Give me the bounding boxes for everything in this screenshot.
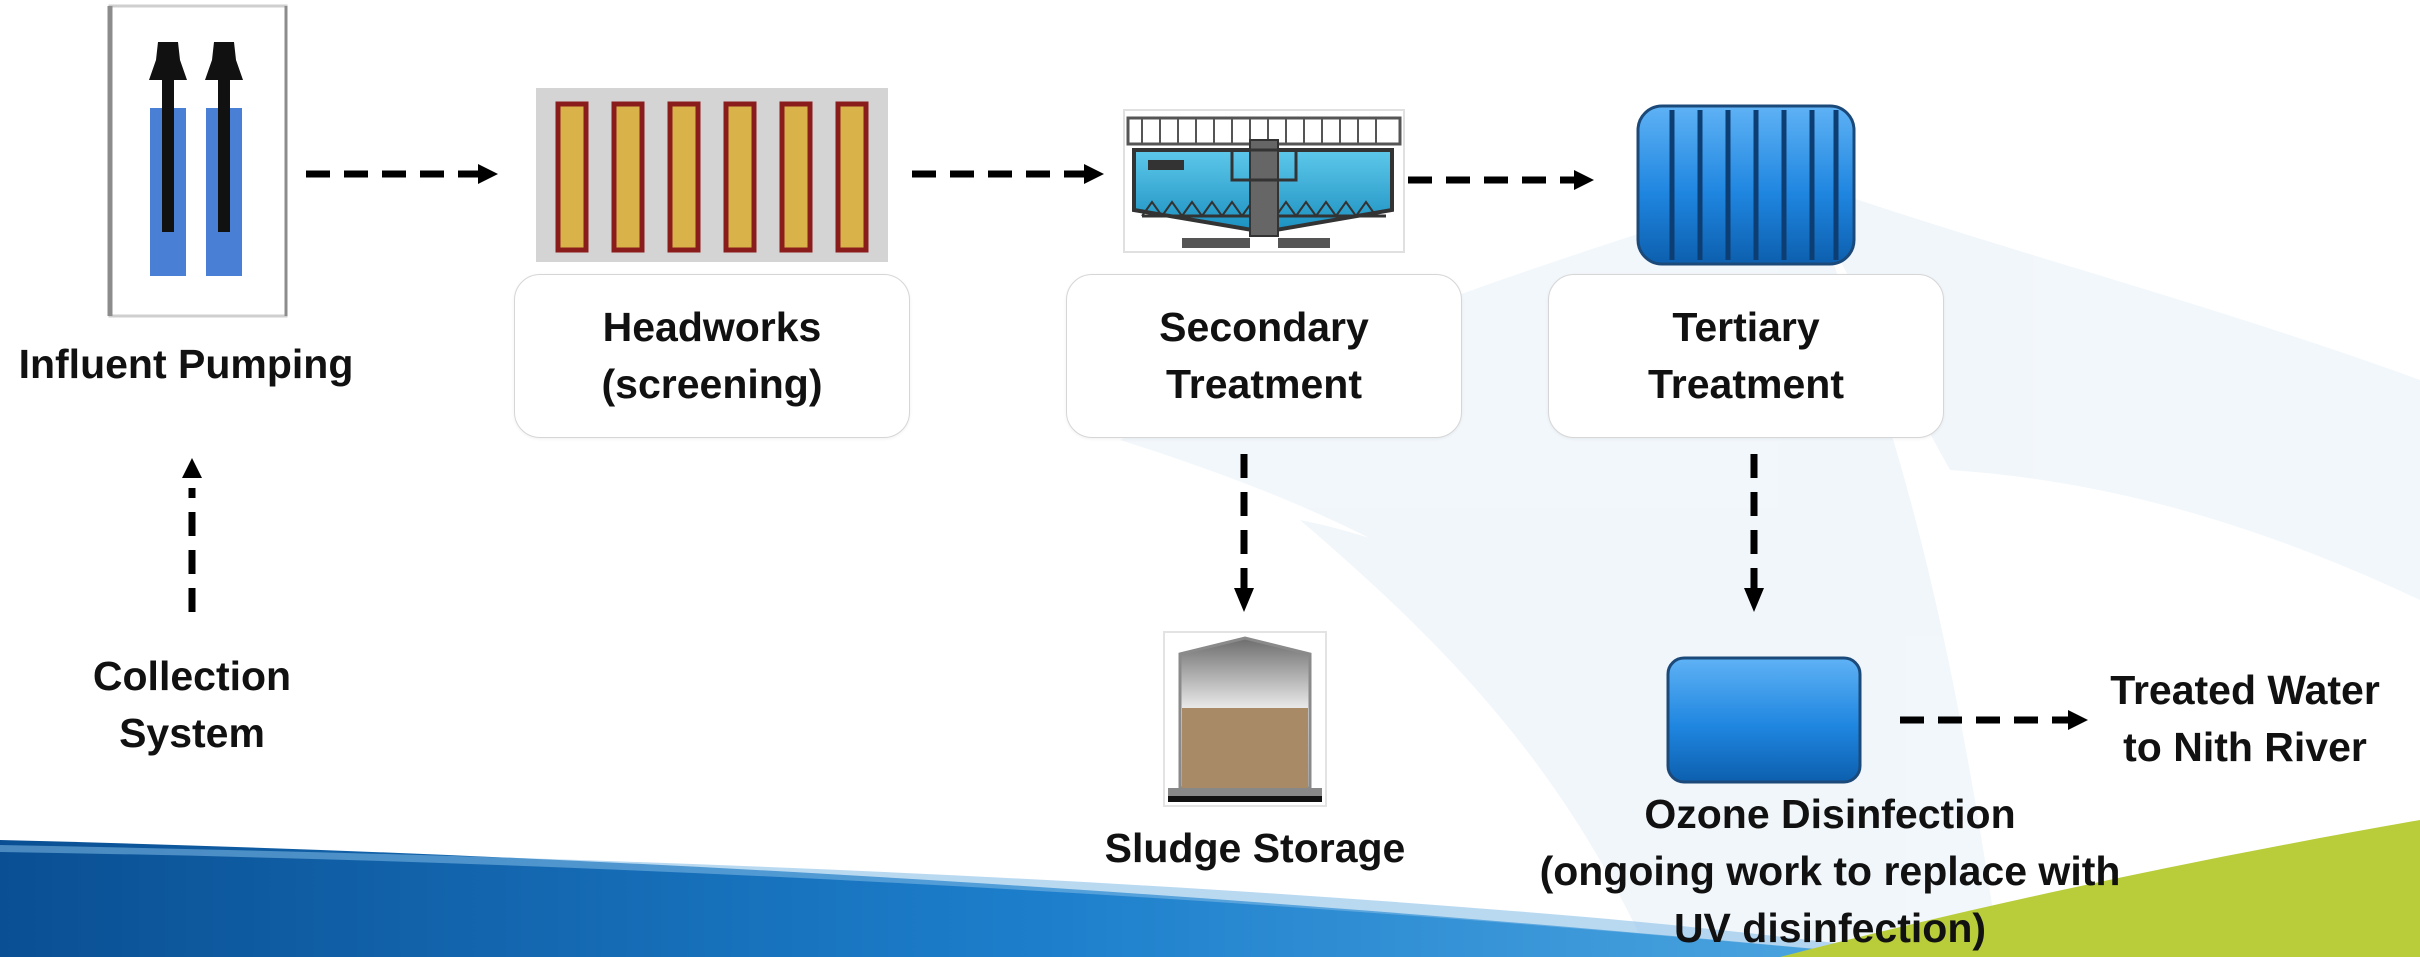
- tertiary-label-line2: Treatment: [1648, 361, 1844, 407]
- ozone-tank-icon: [1666, 656, 1862, 784]
- clarifier-icon: [1123, 109, 1405, 253]
- arrowhead: [1084, 164, 1104, 184]
- treated-label-line2: to Nith River: [2123, 724, 2367, 770]
- flow-arrows: [188, 170, 2068, 724]
- collection-label-line1: Collection: [92, 653, 292, 699]
- ozone-label-line2: (ongoing work to replace with: [1539, 848, 2121, 894]
- ozone-label-line1: Ozone Disinfection: [1644, 791, 2016, 837]
- screen-bar: [555, 101, 589, 253]
- headworks-label-line2: (screening): [601, 361, 823, 407]
- bottom-band-blue: [0, 840, 1900, 957]
- screen-icon: [536, 88, 888, 262]
- screen-bar: [779, 101, 813, 253]
- arrowhead: [2068, 710, 2088, 730]
- headworks-box: Headworks (screening): [514, 274, 910, 438]
- treated-water-label: Treated Water to Nith River: [2090, 662, 2400, 776]
- secondary-treatment-box: Secondary Treatment: [1066, 274, 1462, 438]
- screen-bar: [835, 101, 869, 253]
- arrowhead: [182, 458, 202, 478]
- secondary-label-line2: Treatment: [1166, 361, 1362, 407]
- bottom-band-green: [1780, 820, 2420, 957]
- screen-bar: [723, 101, 757, 253]
- pump-icon: [107, 4, 288, 318]
- tertiary-label-line1: Tertiary: [1672, 304, 1820, 350]
- screen-bar: [667, 101, 701, 253]
- screen-bar: [611, 101, 645, 253]
- headworks-label: Headworks (screening): [515, 275, 909, 437]
- tertiary-treatment-label: Tertiary Treatment: [1549, 275, 1943, 437]
- collection-label-line2: System: [119, 710, 265, 756]
- headworks-label-line1: Headworks: [602, 304, 822, 350]
- influent-pumping-label: Influent Pumping: [18, 341, 354, 387]
- sludge-tank-icon: [1163, 631, 1327, 807]
- arrowhead: [1234, 588, 1254, 612]
- arrowhead: [478, 164, 498, 184]
- arrowhead: [1744, 588, 1764, 612]
- ozone-disinfection-label: Ozone Disinfection (ongoing work to repl…: [1510, 786, 2150, 957]
- arrowheads: [182, 164, 2088, 730]
- tertiary-treatment-box: Tertiary Treatment: [1548, 274, 1944, 438]
- collection-system-label: Collection System: [60, 648, 324, 762]
- treated-label-line1: Treated Water: [2110, 667, 2380, 713]
- sludge-storage-label: Sludge Storage: [1104, 825, 1406, 871]
- filter-tank-icon: [1636, 104, 1856, 266]
- ozone-label-line3: UV disinfection): [1673, 905, 1987, 951]
- secondary-treatment-label: Secondary Treatment: [1067, 275, 1461, 437]
- arrowhead: [1574, 170, 1594, 190]
- secondary-label-line1: Secondary: [1159, 304, 1369, 350]
